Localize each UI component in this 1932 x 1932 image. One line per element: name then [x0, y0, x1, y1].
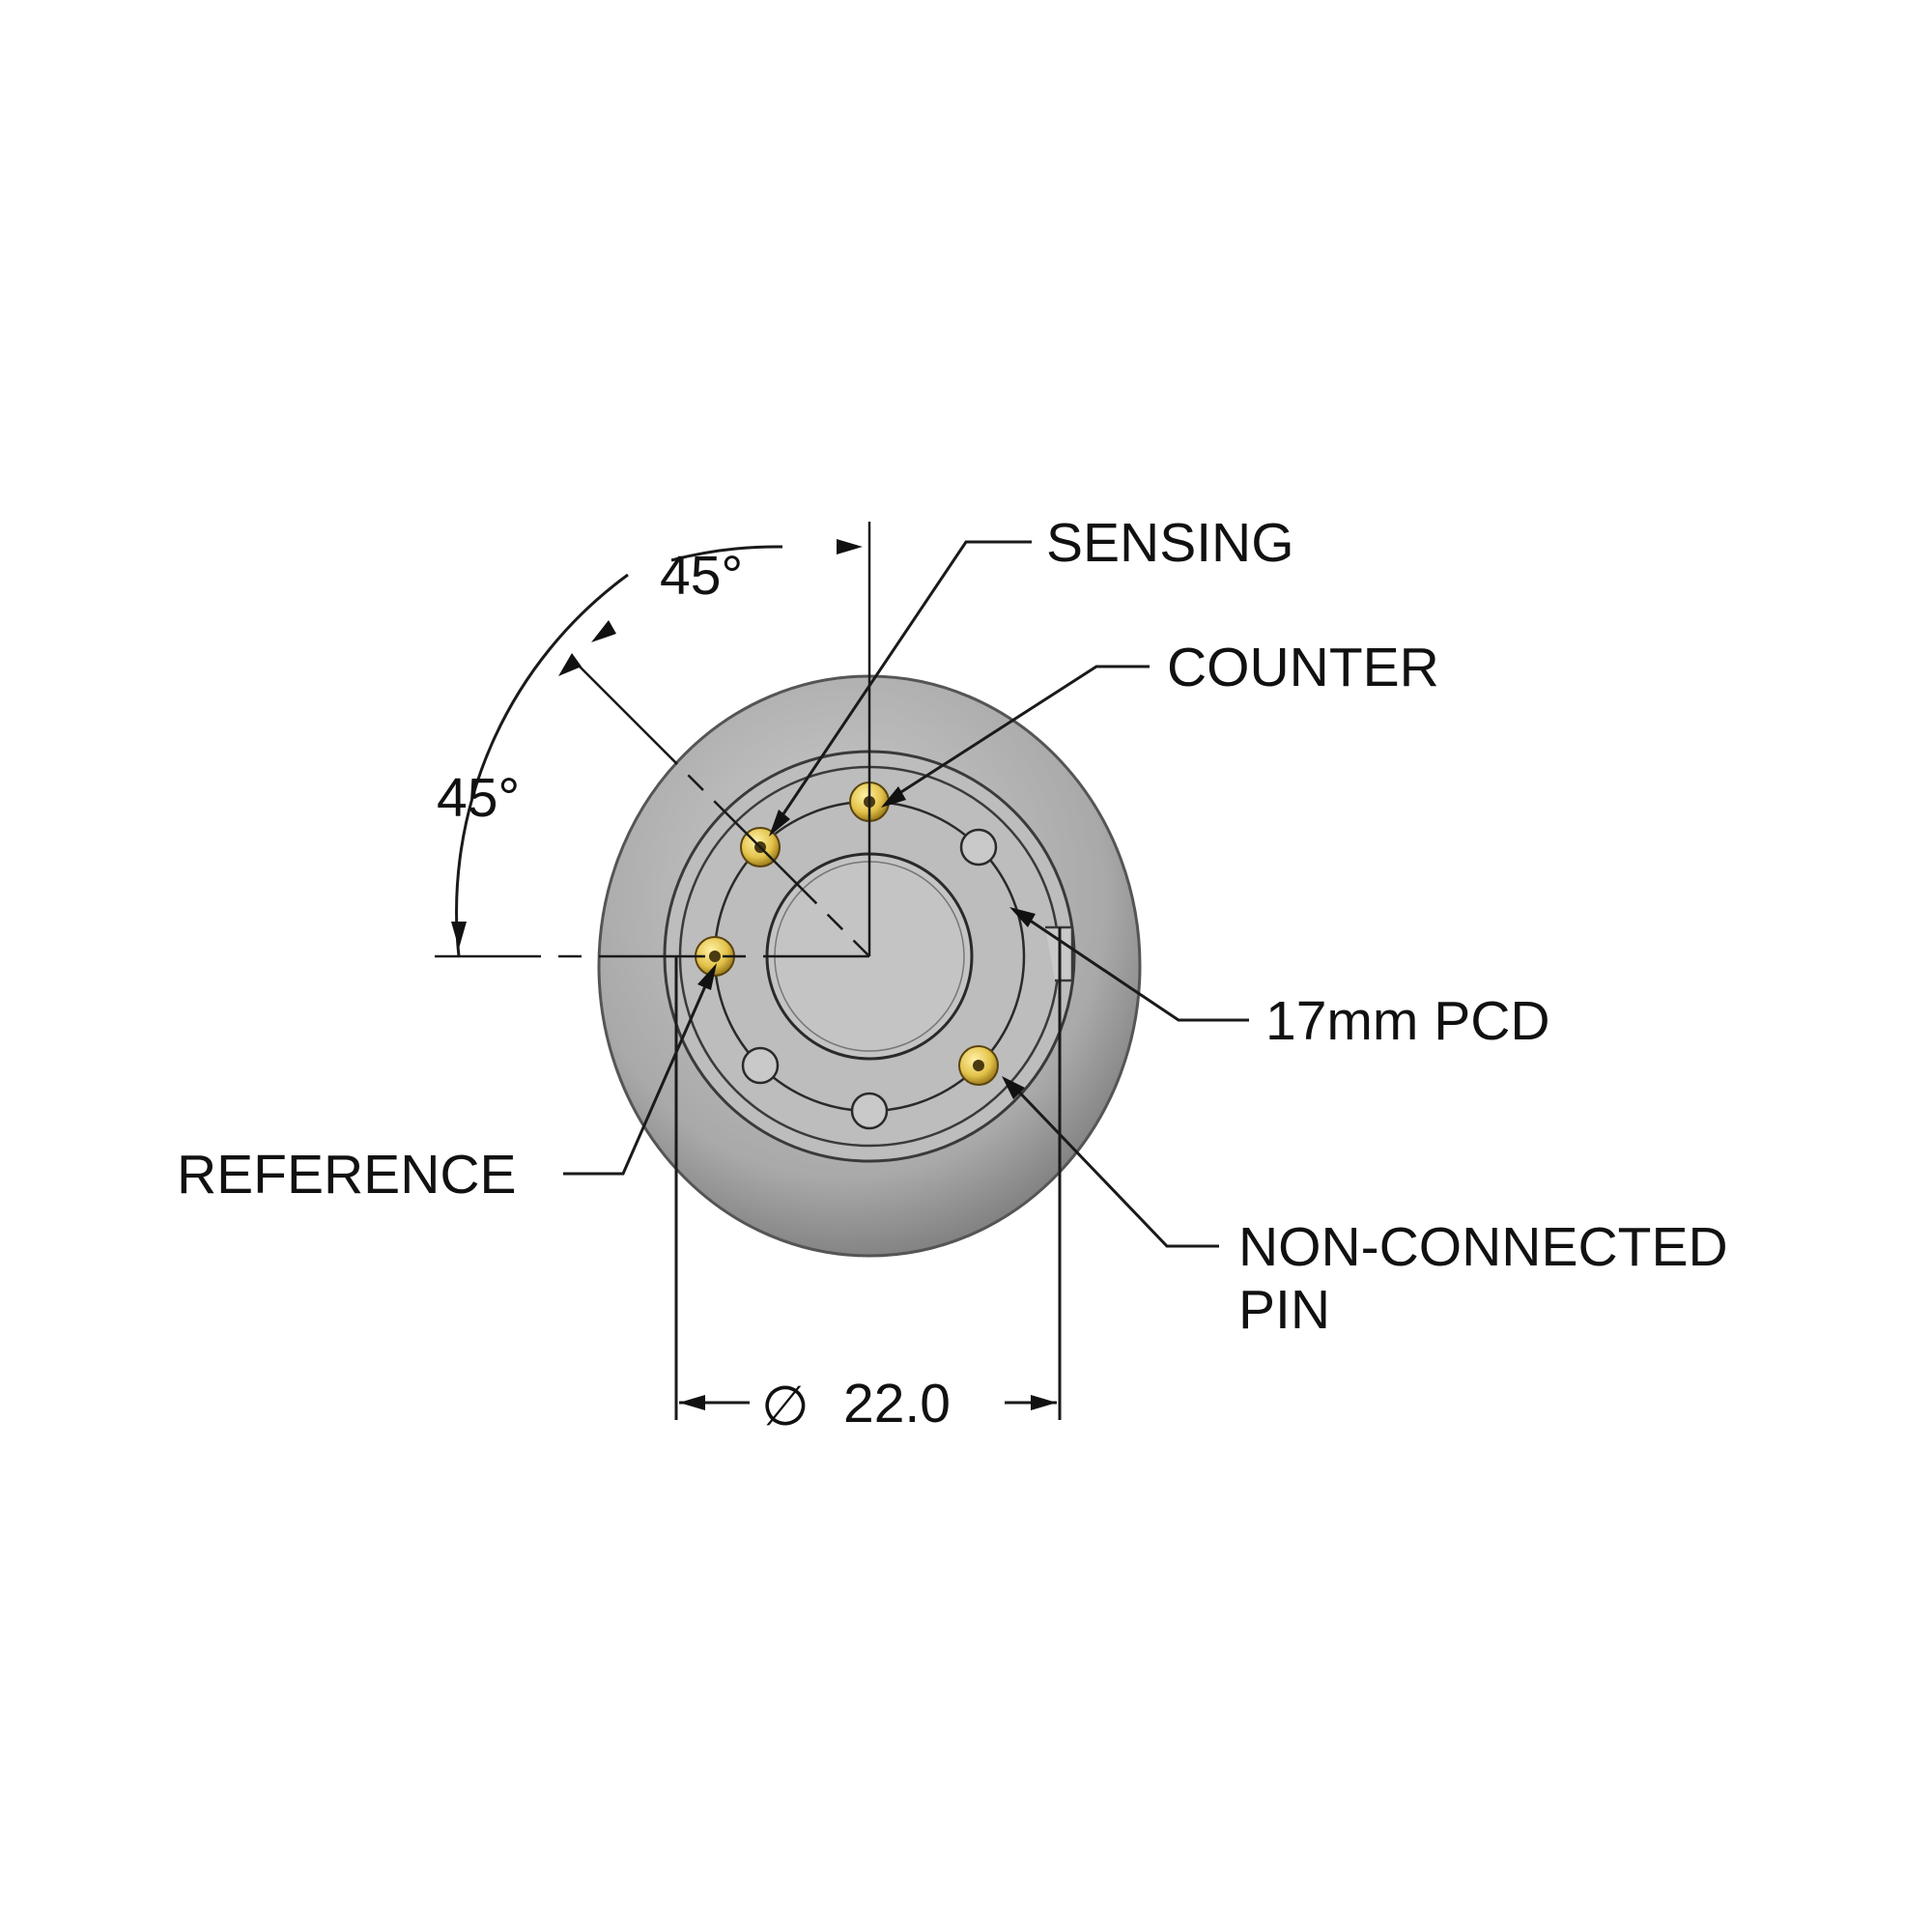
sensing-leader	[769, 540, 1032, 837]
diameter-dimension	[674, 927, 1062, 1420]
non-connected-leader	[1002, 1076, 1219, 1248]
non-connected-label-line1: NON-CONNECTED	[1238, 1216, 1728, 1278]
pin-hole	[741, 1046, 780, 1085]
sensing-label: SENSING	[1046, 512, 1294, 574]
diameter-value: 22.0	[843, 1373, 951, 1435]
pin-hole	[850, 1092, 889, 1130]
center-lines	[435, 522, 871, 958]
pcd-label: 17mm PCD	[1265, 990, 1550, 1052]
pcd-leader	[1009, 907, 1249, 1022]
reference-label: REFERENCE	[177, 1144, 517, 1206]
counter-label: COUNTER	[1167, 637, 1439, 698]
counter-leader	[881, 665, 1150, 808]
angle-lower-label: 45°	[437, 767, 520, 829]
reference-leader	[563, 963, 717, 1176]
pin-hole	[959, 828, 998, 867]
angle-dimension	[451, 539, 863, 957]
angle-upper-label: 45°	[660, 545, 743, 607]
non-connected-label-line2: PIN	[1238, 1279, 1330, 1341]
non-connected-pin	[958, 1045, 999, 1086]
diameter-symbol: ∅	[761, 1376, 810, 1437]
